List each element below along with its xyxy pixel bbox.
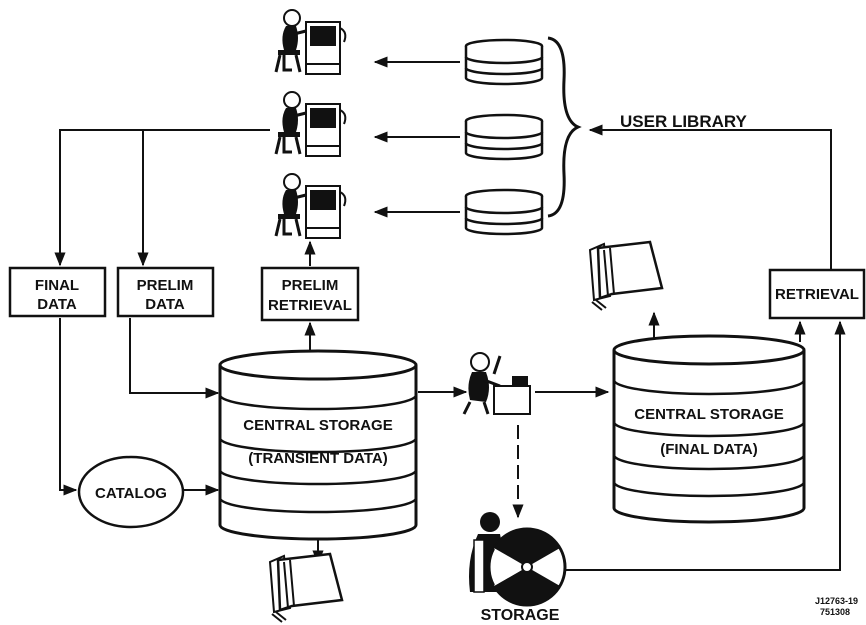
central-storage-transient-cylinder: CENTRAL STORAGE (TRANSIENT DATA) <box>218 349 418 541</box>
disk-pack-icon <box>464 38 544 86</box>
svg-text:RETRIEVAL: RETRIEVAL <box>268 297 352 314</box>
svg-text:DATA: DATA <box>37 296 77 313</box>
svg-text:PRELIM: PRELIM <box>282 277 339 294</box>
central-storage-final-cylinder: CENTRAL STORAGE (FINAL DATA) <box>612 334 806 524</box>
svg-text:CENTRAL STORAGE: CENTRAL STORAGE <box>243 417 392 434</box>
svg-text:FINAL: FINAL <box>35 277 79 294</box>
svg-text:CATALOG: CATALOG <box>95 485 167 502</box>
operator-icon <box>462 352 531 415</box>
figure-id: J12763-19 <box>815 596 858 606</box>
printout-icon <box>588 240 664 312</box>
storage-label: STORAGE <box>481 607 560 624</box>
svg-text:RETRIEVAL: RETRIEVAL <box>775 286 859 303</box>
svg-text:PRELIM: PRELIM <box>137 277 194 294</box>
figure-id-2: 751308 <box>820 607 850 617</box>
disk-pack-icon <box>464 113 544 161</box>
tape-reel-icon <box>487 527 567 607</box>
library-brace <box>547 36 582 218</box>
catalog-ellipse: CATALOG <box>77 455 185 529</box>
workstation-user-icon <box>274 90 347 158</box>
svg-text:CENTRAL STORAGE: CENTRAL STORAGE <box>634 406 783 423</box>
disk-pack-icon <box>464 188 544 236</box>
workstation-user-icon <box>274 8 347 76</box>
retrieval-box: RETRIEVAL <box>768 268 866 320</box>
user-library-label: USER LIBRARY <box>620 112 748 131</box>
svg-text:(TRANSIENT DATA): (TRANSIENT DATA) <box>248 450 387 467</box>
workstation-user-icon <box>274 172 347 240</box>
prelim-data-box: PRELIM DATA <box>116 266 215 318</box>
svg-text:DATA: DATA <box>145 296 185 313</box>
printout-icon <box>268 552 344 624</box>
final-data-box: FINAL DATA <box>8 266 107 318</box>
prelim-retrieval-box: PRELIM RETRIEVAL <box>260 266 360 322</box>
svg-text:(FINAL DATA): (FINAL DATA) <box>660 441 757 458</box>
